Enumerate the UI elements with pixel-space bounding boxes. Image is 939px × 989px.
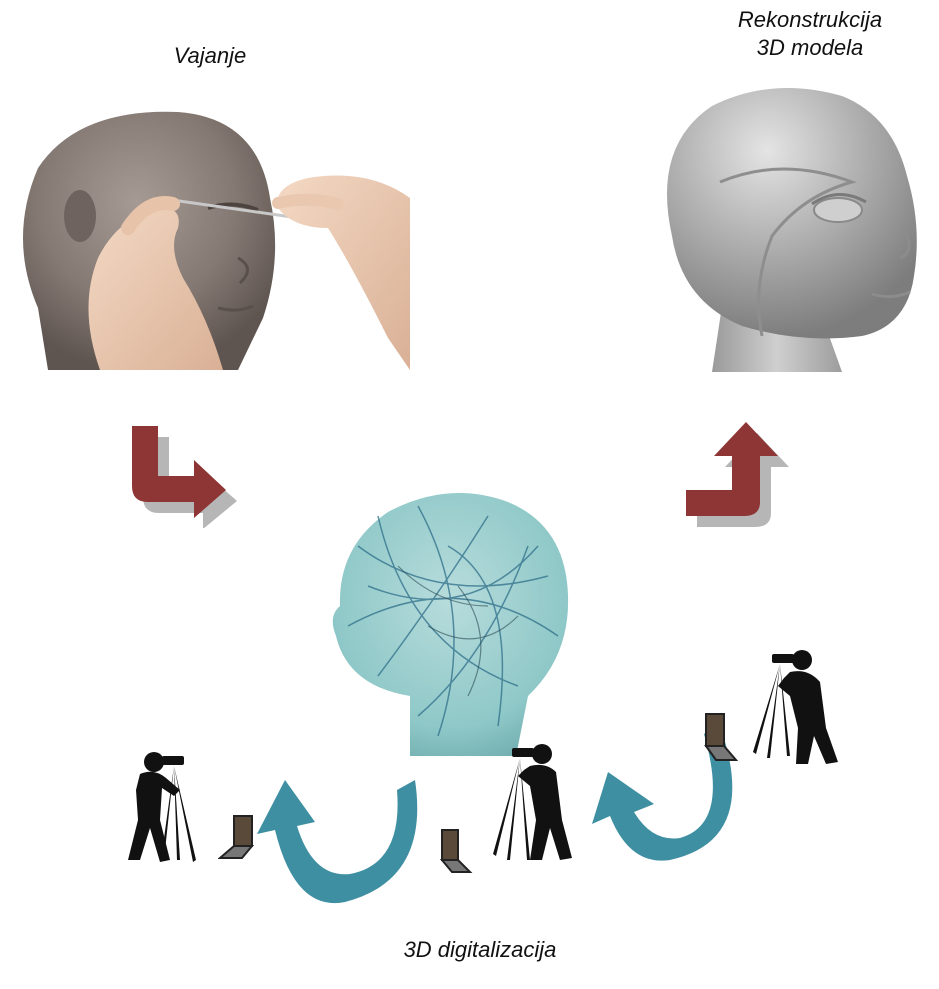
digitized-head-image (318, 486, 592, 758)
left-curved-arrow-icon (255, 770, 425, 910)
3d-model-image (652, 86, 934, 372)
photographer-center-icon (490, 740, 585, 865)
digitalization-label: 3D digitalizacija (370, 936, 590, 964)
laptop-left-icon (218, 814, 258, 860)
laptop-center-icon (438, 828, 474, 874)
photographer-left-icon (110, 750, 210, 865)
reconstruction-label: Rekonstrukcija 3D modela (690, 6, 930, 62)
sculpting-label: Vajanje (150, 42, 270, 70)
laptop-right-icon (702, 712, 740, 762)
reconstruction-label-line1: Rekonstrukcija (690, 6, 930, 34)
up-right-arrow-icon (682, 418, 792, 528)
down-right-arrow-icon (118, 418, 248, 528)
reconstruction-label-line2: 3D modela (690, 34, 930, 62)
sculpting-image (8, 108, 410, 370)
photographer-right-icon (750, 648, 850, 766)
